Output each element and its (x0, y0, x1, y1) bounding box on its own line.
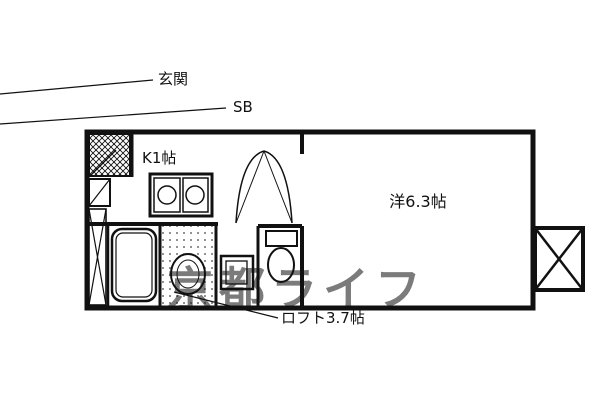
wash-basin (170, 253, 206, 295)
shoebox-leader-line (0, 107, 227, 125)
burner-icon (157, 185, 177, 205)
entrance-label: 玄関 (158, 70, 188, 88)
door-arc-right (263, 150, 293, 224)
interior-walls (87, 132, 304, 308)
front-door-line (89, 149, 117, 177)
entrance-hatch (88, 133, 131, 177)
bathtub-inner (115, 232, 153, 298)
balcony-x-line-2 (534, 227, 584, 291)
closet-strip (88, 208, 107, 306)
bathtub (110, 227, 158, 303)
entrance-area (88, 133, 131, 177)
entrance-leader-line (0, 79, 154, 95)
watermark-text: 京都ライフ (167, 262, 427, 316)
door-swings (235, 150, 293, 224)
kitchen-counter-outline (148, 172, 214, 218)
sink-icon (185, 185, 205, 205)
door-leaf-right (263, 150, 293, 224)
toilet-bowl (267, 247, 295, 283)
door-arc-left (235, 150, 265, 224)
shoebox (88, 178, 111, 207)
washing-machine (219, 254, 255, 291)
main-room-label: 洋6.3帖 (389, 192, 446, 211)
balcony-box (533, 226, 585, 292)
basin-outer (170, 253, 206, 295)
stove-box (153, 177, 181, 213)
basin-inner (176, 259, 200, 289)
shoebox-label: SB (233, 98, 253, 116)
kitchen-counter (148, 172, 214, 218)
bathtub-outer (110, 227, 158, 303)
shoebox-diagonal (88, 178, 111, 207)
toilet (265, 230, 298, 283)
loft-leader-line (173, 291, 279, 319)
door-leaf-left (235, 150, 265, 224)
sink-box (182, 177, 209, 213)
toilet-tank (265, 230, 298, 247)
washing-machine-inner (225, 260, 248, 285)
loft-label: ロフト3.7帖 (281, 309, 365, 327)
kitchen-label: K1帖 (142, 149, 176, 167)
